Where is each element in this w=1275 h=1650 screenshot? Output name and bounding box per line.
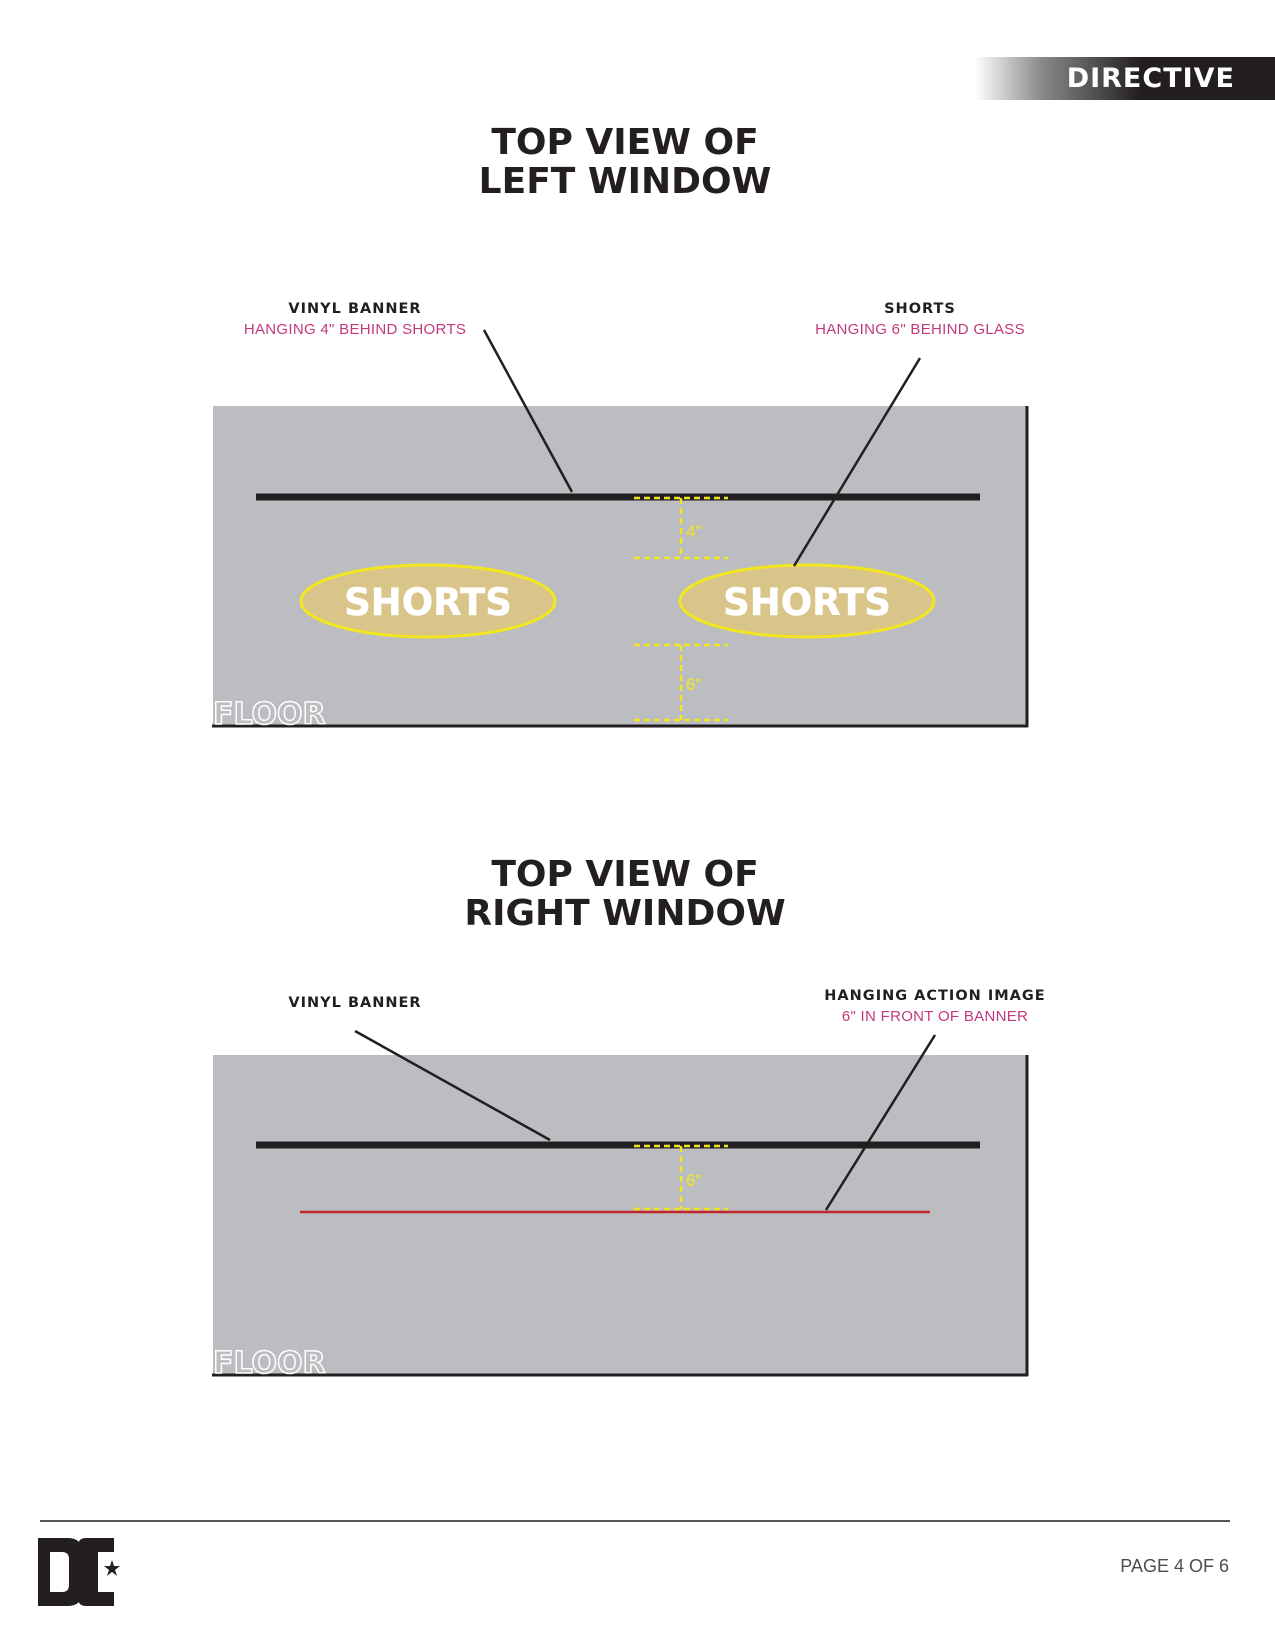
right-banner-label: VINYL BANNER — [288, 995, 422, 1011]
right-window-title-line-2: RIGHT WINDOW — [464, 893, 786, 934]
right-banner-leader — [354, 1029, 551, 1142]
left-shorts-item-2: SHORTS — [723, 581, 891, 624]
left-banner-label: VINYL BANNER — [288, 301, 422, 317]
left-dim-6-label: 6" — [686, 675, 702, 694]
left-shorts-label: SHORTS — [884, 301, 956, 317]
left-window-title-line-1: TOP VIEW OF — [491, 122, 759, 163]
right-window-floor-area — [213, 1055, 1027, 1375]
left-window-diagram: 4" 6" SHORTS SHORTS FLOOR — [212, 329, 1029, 733]
left-shorts-note: HANGING 6" BEHIND GLASS — [815, 321, 1025, 338]
header-label: DIRECTIVE — [1066, 63, 1235, 94]
right-image-note: 6" IN FRONT OF BANNER — [841, 1008, 1029, 1025]
left-shorts-leader — [792, 357, 922, 567]
left-floor-label: FLOOR — [213, 697, 326, 732]
right-window-diagram: 6" FLOOR — [212, 1029, 1029, 1381]
right-dim-6-label: 6" — [686, 1171, 702, 1190]
left-banner-note: HANGING 4" BEHIND SHORTS — [243, 321, 467, 338]
left-window-title: TOP VIEW OF LEFT WINDOW — [0, 123, 1250, 201]
right-floor-label: FLOOR — [213, 1346, 326, 1381]
header-bar: DIRECTIVE — [975, 57, 1275, 100]
left-window-title-line-2: LEFT WINDOW — [478, 161, 772, 202]
dc-logo-icon — [38, 1538, 120, 1606]
right-image-leader — [824, 1034, 937, 1211]
left-window-floor-area — [213, 406, 1027, 726]
footer-rule — [40, 1520, 1230, 1522]
right-window-title: TOP VIEW OF RIGHT WINDOW — [0, 855, 1250, 933]
left-shorts-item-1: SHORTS — [344, 581, 512, 624]
right-image-label: HANGING ACTION IMAGE — [824, 988, 1046, 1004]
page-number: PAGE 4 OF 6 — [1120, 1556, 1229, 1576]
left-shorts-oval-1 — [299, 563, 557, 639]
left-shorts-oval-2 — [678, 563, 936, 639]
right-window-title-line-1: TOP VIEW OF — [491, 854, 759, 895]
left-dim-4-label: 4" — [686, 522, 702, 541]
left-banner-leader — [482, 329, 574, 493]
